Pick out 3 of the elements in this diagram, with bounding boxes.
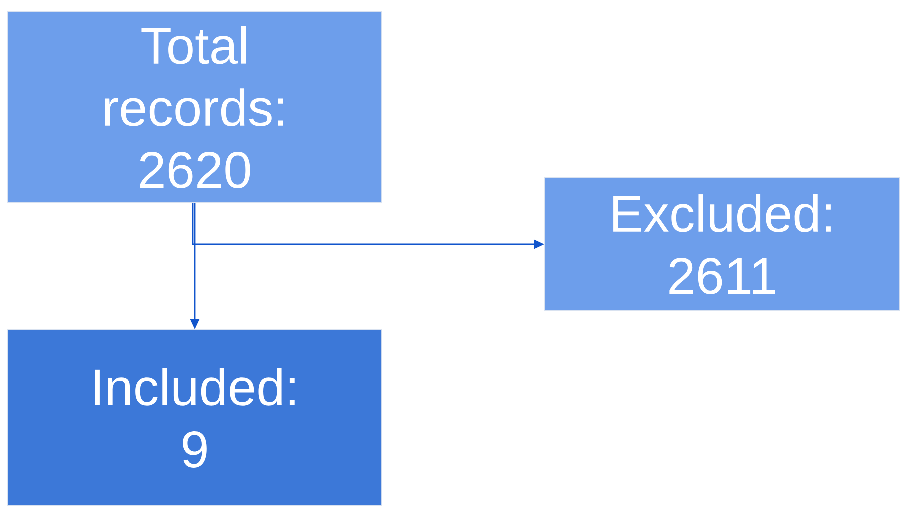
process-box: Excluded: 2611 bbox=[544, 178, 900, 312]
process-box: Included: 9 bbox=[8, 330, 382, 506]
process-box: Total records: 2620 bbox=[8, 12, 382, 204]
